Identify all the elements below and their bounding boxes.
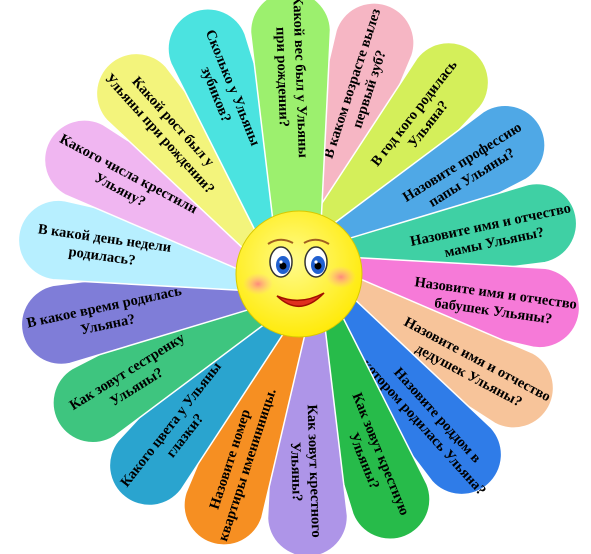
sun-face-center xyxy=(235,210,363,338)
petal-shape xyxy=(332,276,555,429)
petal-5: Назовите имя и отчествобабушек Ульяны? xyxy=(346,256,581,349)
petal-question-line: Какой вес был у Ульяны xyxy=(289,0,311,158)
sun-face xyxy=(235,210,363,338)
petal-18: Какой вес был у Ульяныпри рождении? xyxy=(249,0,332,224)
left-cheek xyxy=(243,273,273,295)
petal-shape xyxy=(346,256,581,349)
petal-shape xyxy=(52,280,269,444)
petal-shape xyxy=(314,295,503,496)
petal-question-line: при рождении? xyxy=(272,27,291,127)
petal-question-line: Ульяны? xyxy=(287,442,305,502)
petal-shape xyxy=(17,199,252,292)
petal-shape xyxy=(311,41,490,249)
petals: В каком возрасте вылезпервый зуб?В год к… xyxy=(17,0,581,554)
petal-question-line: Как зовут крестного xyxy=(304,404,325,538)
petal-shape xyxy=(43,119,266,272)
right-eye xyxy=(303,238,330,278)
left-eye xyxy=(267,238,294,278)
petal-shape xyxy=(329,104,546,268)
petal-shape xyxy=(95,52,284,253)
petal-question: Какой вес был у Ульяныпри рождении? xyxy=(271,0,311,159)
right-cheek xyxy=(326,266,356,288)
petal-shape xyxy=(183,315,307,546)
petal-shape xyxy=(249,0,332,224)
petal-question: Как зовут крестногоУльяны? xyxy=(286,404,325,538)
smile xyxy=(276,292,325,307)
petal-shape xyxy=(108,299,287,507)
petal-12: Как зовут сестренкуУльяны? xyxy=(52,280,269,444)
petal-14: В какой день неделиродилась? xyxy=(17,199,252,292)
